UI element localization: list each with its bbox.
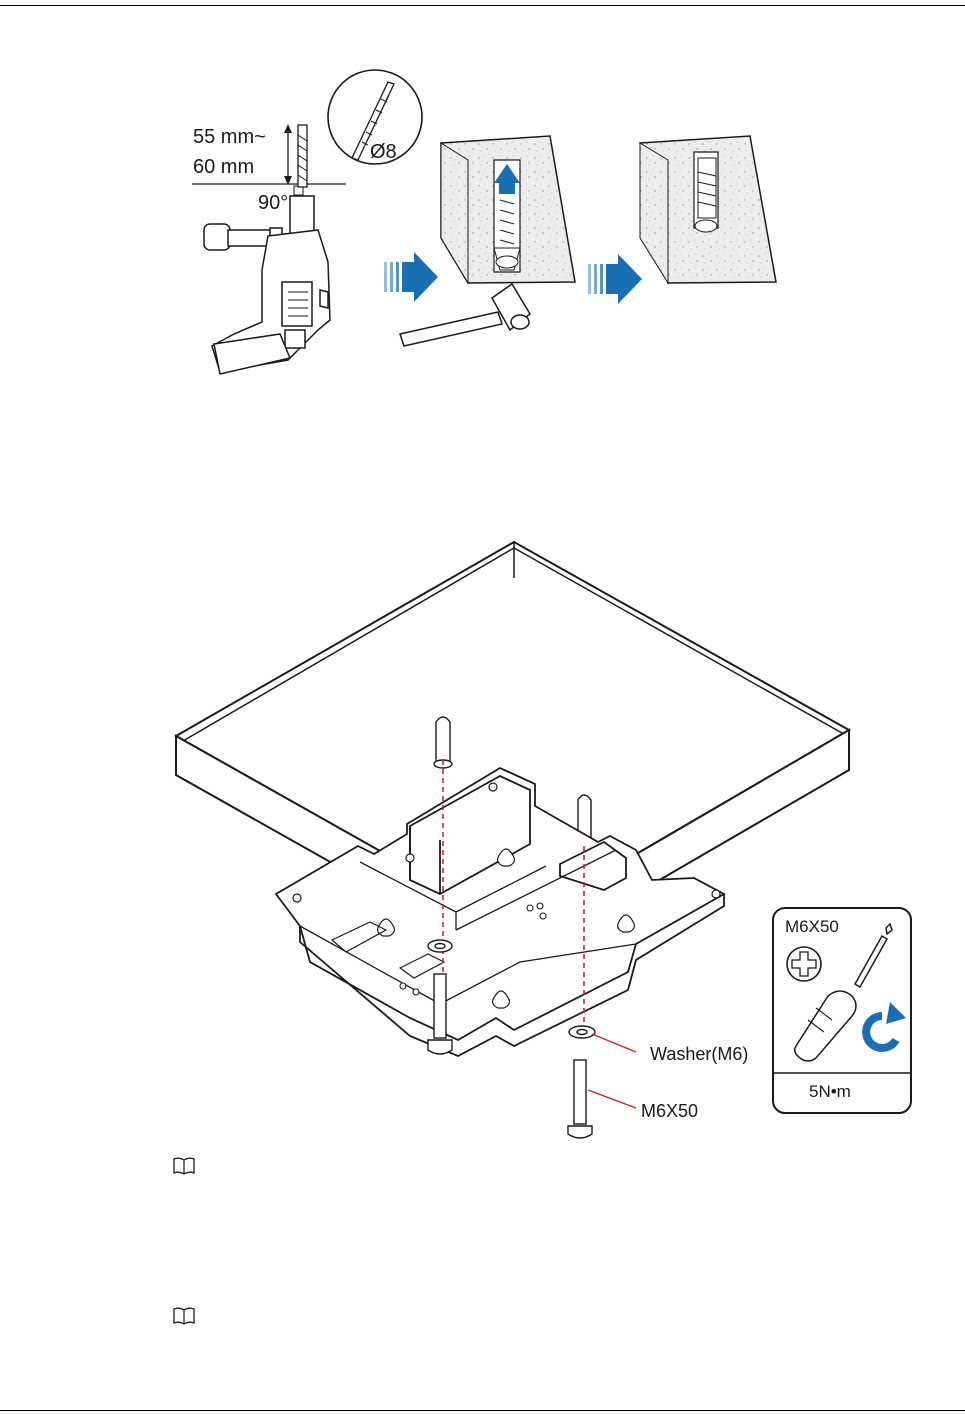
bit-diameter-label: Ø8 xyxy=(370,141,397,163)
tool-card-torque: 5N•m xyxy=(809,1082,851,1101)
footer-rule xyxy=(0,1410,965,1411)
drill-icon xyxy=(204,196,330,374)
step-arrow-2 xyxy=(588,254,642,304)
depth-label-1: 55 mm~ xyxy=(193,126,266,148)
concrete-block-1 xyxy=(441,136,575,283)
washer-label: Washer(M6) xyxy=(650,1044,748,1064)
angle-label: 90° xyxy=(258,192,288,214)
figure-drill-anchor: 55 mm~ 60 mm 90° Ø8 xyxy=(192,70,776,374)
step-arrow-1 xyxy=(384,252,438,302)
depth-label-2: 60 mm xyxy=(193,156,254,178)
drill-bit-icon xyxy=(298,125,307,187)
book-icon xyxy=(172,1307,196,1325)
phillips-head-icon xyxy=(787,947,821,981)
book-icon xyxy=(172,1157,196,1175)
callout-leaders xyxy=(588,1034,636,1108)
tool-card: M6X50 5N•m xyxy=(773,908,911,1113)
tool-card-screw-spec: M6X50 xyxy=(785,917,839,936)
concrete-block-2 xyxy=(640,136,776,283)
bit-diameter-callout: Ø8 xyxy=(328,70,422,164)
screw-label: M6X50 xyxy=(641,1101,698,1121)
figure-bracket-mount: Washer(M6) M6X50 M6X50 5N•m xyxy=(176,542,911,1138)
